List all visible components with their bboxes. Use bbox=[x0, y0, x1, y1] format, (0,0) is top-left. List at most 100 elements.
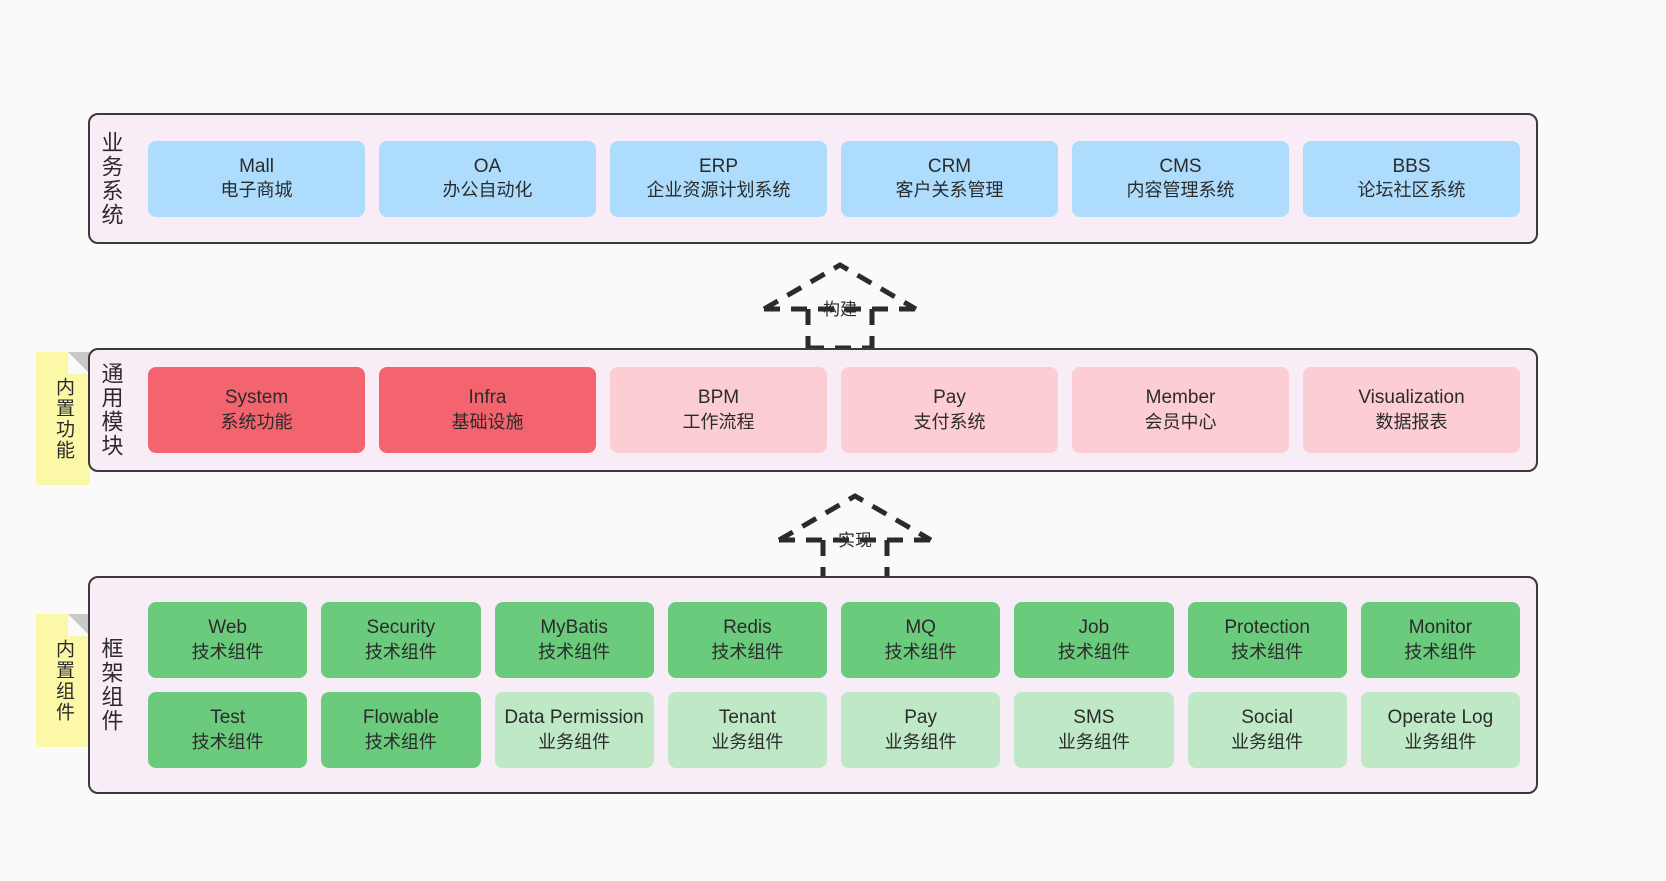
card-title: System bbox=[224, 387, 289, 409]
card-subtitle: 业务组件 bbox=[538, 731, 611, 752]
card-subtitle: 工作流程 bbox=[682, 411, 755, 432]
card-title: Test bbox=[210, 707, 246, 729]
layer-framework-title: 框架组件 bbox=[90, 578, 132, 792]
layer-module-title-text: 通用模块 bbox=[98, 362, 124, 458]
card-title: SMS bbox=[1073, 707, 1115, 729]
note-builtin-function-text: 内置功能 bbox=[52, 376, 74, 461]
card-title: Data Permission bbox=[504, 707, 644, 729]
card-subtitle: 系统功能 bbox=[220, 411, 293, 432]
note-builtin-component: 内置组件 bbox=[36, 614, 90, 747]
card-title: OA bbox=[473, 155, 502, 177]
business-card-erp[interactable]: ERP 企业资源计划系统 bbox=[610, 140, 827, 217]
layer-module-title: 通用模块 bbox=[90, 350, 132, 470]
card-subtitle: 业务组件 bbox=[711, 731, 784, 752]
note-fold-corner-icon bbox=[68, 352, 90, 374]
business-card-row: Mall 电子商城 OA 办公自动化 ERP 企业资源计划系统 CRM 客户关系管理 CMS 内容… bbox=[148, 140, 1520, 217]
card-subtitle: 论坛社区系统 bbox=[1357, 180, 1466, 201]
card-subtitle: 基础设施 bbox=[451, 411, 524, 432]
card-title: Job bbox=[1078, 617, 1110, 639]
layer-business-body: Mall 电子商城 OA 办公自动化 ERP 企业资源计划系统 CRM 客户关系管理 CMS 内容… bbox=[132, 115, 1536, 242]
card-subtitle: 业务组件 bbox=[1404, 731, 1477, 752]
business-card-crm[interactable]: CRM 客户关系管理 bbox=[841, 140, 1058, 217]
card-subtitle: 技术组件 bbox=[1404, 641, 1477, 662]
card-subtitle: 技术组件 bbox=[191, 731, 264, 752]
card-title: Pay bbox=[904, 707, 937, 729]
connector-implement-arrow: 实现 bbox=[775, 490, 935, 582]
business-card-mall[interactable]: Mall 电子商城 bbox=[148, 140, 365, 217]
card-title: Flowable bbox=[362, 707, 439, 729]
card-subtitle: 业务组件 bbox=[884, 731, 957, 752]
connector-build-label: 构建 bbox=[823, 300, 857, 319]
card-title: Visualization bbox=[1358, 387, 1465, 409]
card-title: CMS bbox=[1159, 155, 1202, 177]
card-title: BPM bbox=[697, 387, 740, 409]
connector-build-arrow: 构建 bbox=[760, 259, 920, 351]
card-title: Monitor bbox=[1408, 617, 1473, 639]
card-subtitle: 业务组件 bbox=[1057, 731, 1130, 752]
business-card-cms[interactable]: CMS 内容管理系统 bbox=[1072, 140, 1289, 217]
card-title: ERP bbox=[698, 155, 739, 177]
card-subtitle: 内容管理系统 bbox=[1126, 180, 1235, 201]
card-subtitle: 电子商城 bbox=[220, 180, 293, 201]
card-title: MQ bbox=[905, 617, 936, 639]
card-title: Social bbox=[1241, 707, 1293, 729]
card-subtitle: 企业资源计划系统 bbox=[646, 180, 791, 201]
note-builtin-function: 内置功能 bbox=[36, 352, 90, 485]
card-subtitle: 数据报表 bbox=[1375, 411, 1448, 432]
card-subtitle: 办公自动化 bbox=[442, 180, 533, 201]
card-title: MyBatis bbox=[540, 617, 608, 639]
card-subtitle: 技术组件 bbox=[1057, 641, 1130, 662]
card-title: Pay bbox=[933, 387, 966, 409]
card-subtitle: 技术组件 bbox=[1231, 641, 1304, 662]
layer-business-title-text: 业务系统 bbox=[98, 130, 124, 227]
card-subtitle: 支付系统 bbox=[913, 411, 986, 432]
card-title: Mall bbox=[239, 155, 274, 177]
business-card-oa[interactable]: OA 办公自动化 bbox=[379, 140, 596, 217]
card-title: Web bbox=[208, 617, 247, 639]
card-title: Protection bbox=[1224, 617, 1310, 639]
layer-framework-title-text: 框架组件 bbox=[98, 637, 124, 733]
card-subtitle: 技术组件 bbox=[711, 641, 784, 662]
card-subtitle: 客户关系管理 bbox=[895, 180, 1004, 201]
card-subtitle: 会员中心 bbox=[1144, 411, 1217, 432]
card-subtitle: 技术组件 bbox=[364, 641, 437, 662]
card-title: CRM bbox=[927, 155, 972, 177]
card-title: Security bbox=[366, 617, 436, 639]
card-title: Infra bbox=[468, 387, 507, 409]
card-subtitle: 技术组件 bbox=[884, 641, 957, 662]
note-builtin-component-text: 内置组件 bbox=[52, 638, 74, 723]
layer-business-system: 业务系统 Mall 电子商城 OA 办公自动化 ERP 企业资源计划系统 CRM 客户关系管理… bbox=[88, 113, 1538, 244]
note-fold-corner-icon bbox=[68, 614, 90, 636]
connector-implement-label: 实现 bbox=[838, 531, 872, 550]
